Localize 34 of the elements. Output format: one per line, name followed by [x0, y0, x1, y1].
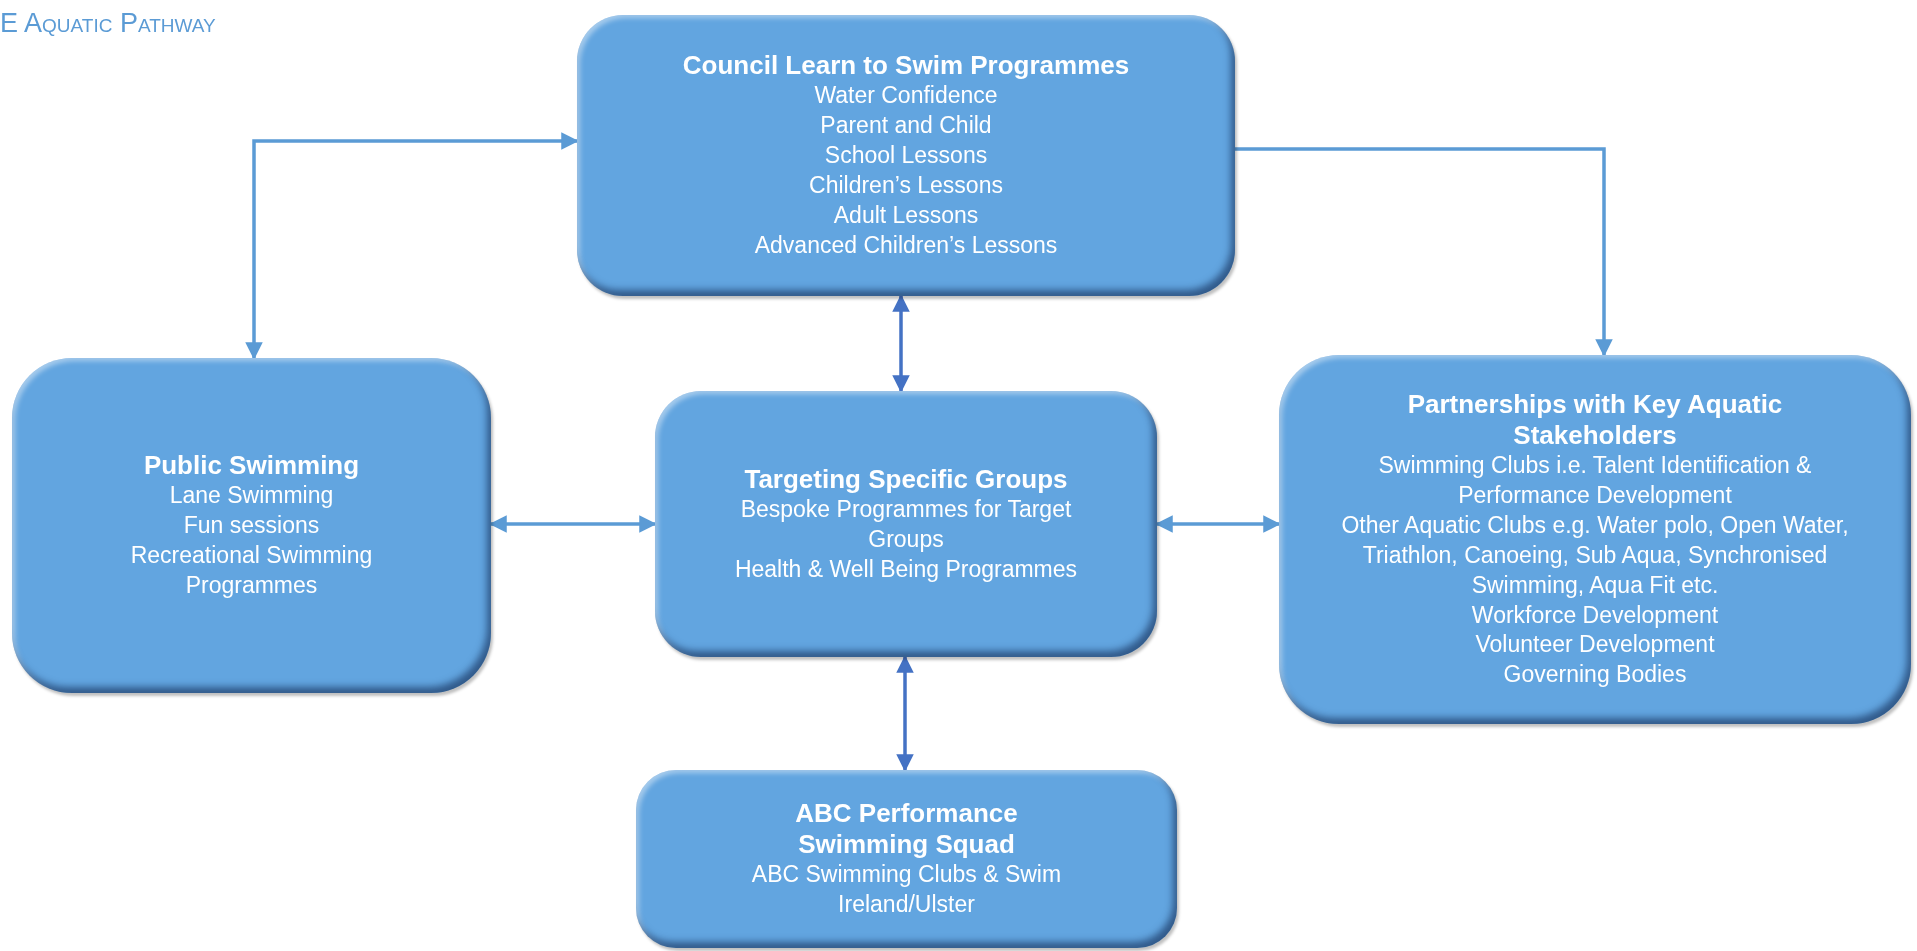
box-text: Fun sessions — [183, 511, 320, 541]
box-heading: Partnerships with Key Aquatic Stakeholders — [1406, 388, 1784, 452]
box-heading: Public Swimming — [143, 450, 360, 482]
rounded-box — [655, 391, 1157, 657]
arrow — [1235, 147, 1613, 357]
arrow — [245, 132, 579, 360]
box-text: Advanced Children’s Lessons — [754, 230, 1058, 260]
box-text: Recreational Swimming Programmes — [129, 541, 374, 600]
box-text: Health & Well Being Programmes — [734, 554, 1078, 584]
box-text: Lane Swimming — [169, 481, 334, 511]
box-heading: ABC Performance Swimming Squad — [794, 797, 1019, 861]
arrow — [489, 515, 657, 533]
rounded-box — [636, 770, 1177, 948]
box-text: Parent and Child — [820, 111, 992, 141]
box-heading: Targeting Specific Groups — [744, 463, 1068, 495]
rounded-box — [1279, 355, 1911, 724]
box-heading: Council Learn to Swim Programmes — [682, 50, 1130, 82]
box-text: Water Confidence — [814, 81, 998, 111]
arrow — [892, 294, 910, 393]
diagram-title: E Aquatic Pathway — [0, 8, 216, 39]
arrow — [1155, 515, 1281, 533]
box-text: Workforce Development — [1471, 600, 1719, 630]
box-text: Children’s Lessons — [809, 171, 1003, 201]
arrow — [896, 655, 914, 772]
rounded-box — [577, 15, 1235, 296]
box-text: Bespoke Programmes for Target Groups — [739, 494, 1073, 554]
box-text: Swimming Clubs i.e. Talent Identification & Performance Development — [1377, 451, 1813, 510]
box-text: Volunteer Development — [1475, 630, 1715, 660]
box-text: School Lessons — [824, 141, 988, 171]
box-text: ABC Swimming Clubs & Swim Ireland/Ulster — [750, 860, 1063, 920]
box-text: Adult Lessons — [833, 201, 979, 230]
box-text: Other Aquatic Clubs e.g. Water polo, Open Water, Triathlon, Canoeing, Sub Aqua, Synchronised Swimming, Aqua Fit etc. — [1341, 510, 1849, 600]
rounded-box — [12, 358, 491, 693]
box-text: Governing Bodies — [1503, 660, 1687, 690]
